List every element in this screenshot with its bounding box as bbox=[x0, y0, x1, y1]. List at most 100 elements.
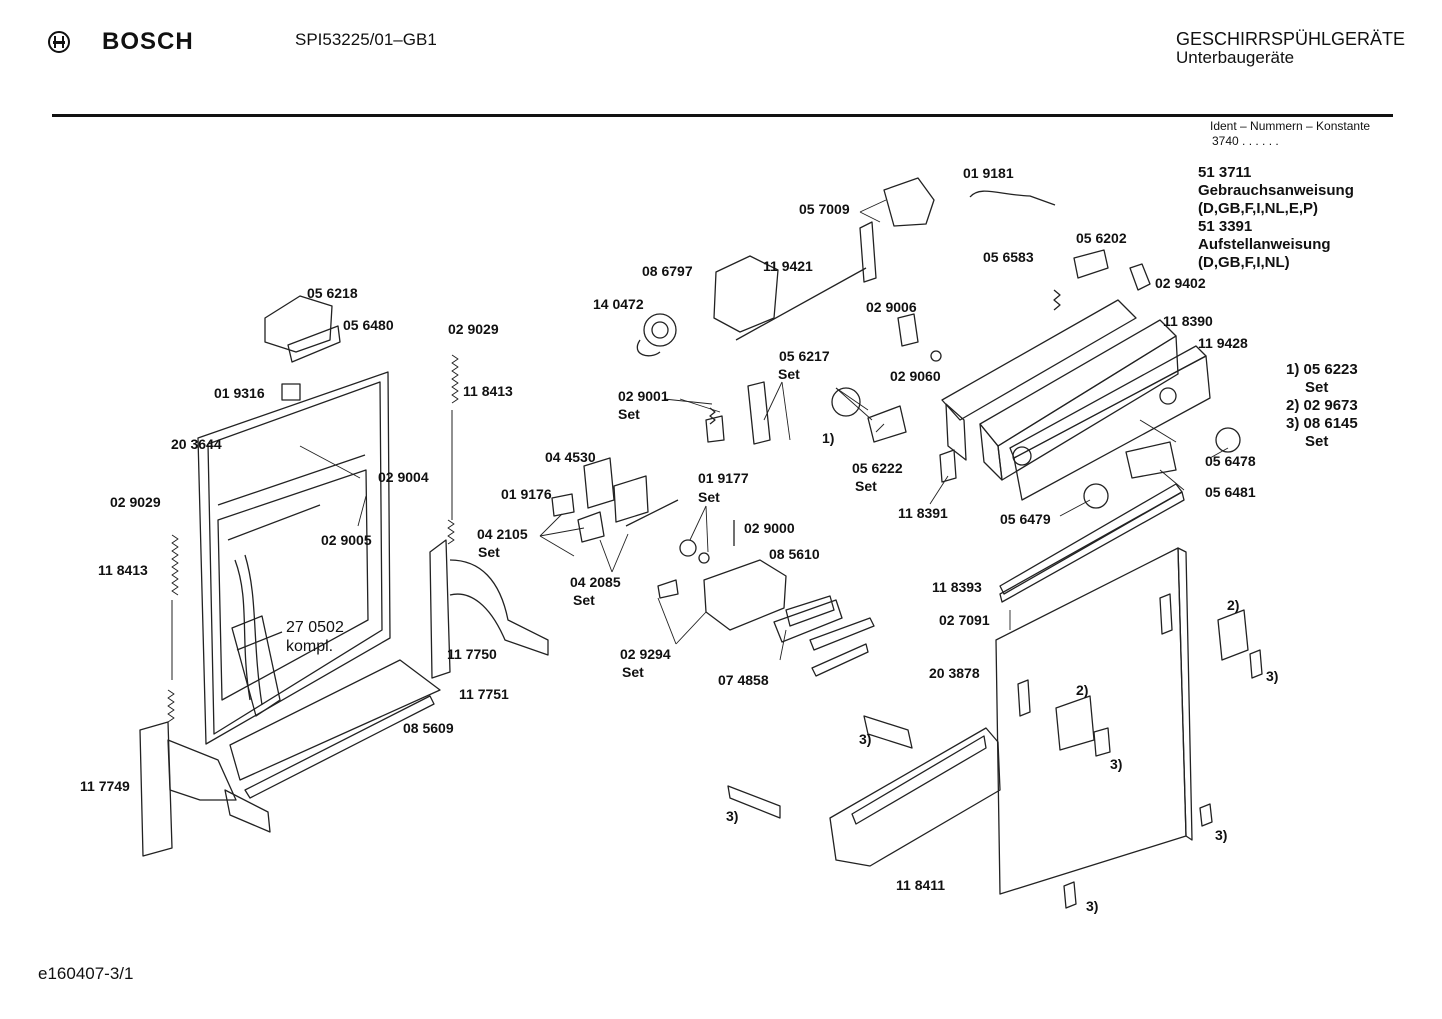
footnote-ref: 3) bbox=[1110, 756, 1123, 772]
bosch-logo-icon bbox=[48, 31, 70, 53]
category-title: GESCHIRRSPÜHLGERÄTE bbox=[1176, 29, 1406, 49]
model-number: SPI53225/01–GB1 bbox=[295, 30, 437, 49]
part-label: 11 8391 bbox=[898, 505, 948, 521]
doc-code: 51 3391 bbox=[1198, 218, 1253, 235]
part-label: 02 9000 bbox=[744, 520, 795, 536]
hinge-arm-drawing bbox=[430, 540, 548, 678]
footnote-legend: 1) 05 6223 Set 2) 02 9673 3) 08 6145 Set bbox=[1286, 361, 1358, 451]
part-label: 05 6479 bbox=[1000, 511, 1051, 527]
part-label: 11 7751 bbox=[459, 686, 509, 702]
part-label: 01 9316 bbox=[214, 385, 265, 401]
part-label: Set bbox=[618, 406, 640, 422]
part-label: 05 6480 bbox=[343, 317, 394, 333]
part-label: 05 6583 bbox=[983, 249, 1034, 265]
part-label: 02 9402 bbox=[1155, 275, 1206, 291]
part-label: Set bbox=[573, 592, 595, 608]
part-label: 11 8411 bbox=[896, 877, 946, 893]
part-label: 02 9029 bbox=[448, 321, 499, 337]
gasket-drawing bbox=[552, 458, 709, 563]
ident-label: Ident – Nummern – Konstante bbox=[1210, 119, 1371, 133]
control-panel-drawing bbox=[940, 250, 1240, 508]
part-label: 02 9060 bbox=[890, 368, 941, 384]
part-label: 11 7749 bbox=[80, 778, 130, 794]
footnote-ref: 3) bbox=[726, 808, 739, 824]
part-label: 04 2085 bbox=[570, 574, 621, 590]
part-label: 05 6481 bbox=[1205, 484, 1256, 500]
part-label: 05 6478 bbox=[1205, 453, 1256, 469]
cable-harness-drawing bbox=[232, 555, 282, 716]
part-label: 05 6218 bbox=[307, 285, 358, 301]
doc-langs: (D,GB,F,I,NL) bbox=[1198, 254, 1290, 271]
part-label: 11 9428 bbox=[1198, 335, 1248, 351]
outer-door-drawing bbox=[996, 484, 1262, 894]
part-label: 02 9004 bbox=[378, 469, 429, 485]
brand-name: BOSCH bbox=[102, 28, 194, 55]
part-label: 02 9294 bbox=[620, 646, 671, 662]
header-divider bbox=[52, 114, 1393, 117]
footnote-mark: 3) 08 6145 bbox=[1286, 415, 1358, 432]
bottom-strip-drawing bbox=[230, 660, 440, 798]
part-label: 20 3878 bbox=[929, 665, 980, 681]
footnote-ref: 3) bbox=[1266, 668, 1279, 684]
control-module-drawing bbox=[658, 520, 874, 676]
part-label: 05 6222 bbox=[852, 460, 903, 476]
part-label: 02 9005 bbox=[321, 532, 372, 548]
footnote-ref: 3) bbox=[1086, 898, 1099, 914]
doc-code: 51 3711 bbox=[1198, 164, 1252, 181]
part-label: 05 7009 bbox=[799, 201, 850, 217]
part-label: 07 4858 bbox=[718, 672, 769, 688]
part-label: 01 9177 bbox=[698, 470, 749, 486]
part-label: 11 8413 bbox=[98, 562, 148, 578]
footnote-mark: 1) 05 6223 bbox=[1286, 361, 1358, 378]
part-label: 27 0502 bbox=[286, 619, 344, 636]
small-parts-drawing bbox=[706, 314, 941, 444]
part-label: 01 9181 bbox=[963, 165, 1014, 181]
brand-header: BOSCH bbox=[48, 28, 194, 56]
footnote-note: Set bbox=[1305, 433, 1329, 450]
document-list: 51 3711 Gebrauchsanweisung (D,GB,F,I,NL,… bbox=[1198, 164, 1354, 272]
part-label: 14 0472 bbox=[593, 296, 644, 312]
part-label: 02 9006 bbox=[866, 299, 917, 315]
category-subtitle: Unterbaugeräte bbox=[1176, 48, 1295, 67]
footnote-ref: 2) bbox=[1076, 682, 1089, 698]
footnote-ref: 3) bbox=[859, 731, 872, 747]
part-label: 04 4530 bbox=[545, 449, 596, 465]
part-label: 11 8390 bbox=[1163, 313, 1213, 329]
doc-langs: (D,GB,F,I,NL,E,P) bbox=[1198, 200, 1318, 217]
ident-value: 3740 . . . . . . bbox=[1212, 134, 1279, 148]
part-label: Set bbox=[855, 478, 877, 494]
part-label: 08 5609 bbox=[403, 720, 454, 736]
part-label: 04 2105 bbox=[477, 526, 528, 542]
footnote-note: Set bbox=[1305, 379, 1329, 396]
part-label: Set bbox=[478, 544, 500, 560]
part-label: 05 6217 bbox=[779, 348, 830, 364]
drawing-id: e160407-3/1 bbox=[38, 964, 134, 983]
selector-drawing bbox=[637, 178, 1055, 356]
doc-title: Gebrauchsanweisung bbox=[1198, 182, 1354, 199]
footnote-mark: 2) 02 9673 bbox=[1286, 397, 1358, 414]
part-label: 08 6797 bbox=[642, 263, 693, 279]
leader-lines bbox=[300, 200, 1228, 660]
part-label: Set bbox=[622, 664, 644, 680]
part-label: 11 8413 bbox=[463, 383, 513, 399]
part-label: 11 8393 bbox=[932, 579, 982, 595]
hinge-drawing bbox=[140, 722, 270, 856]
part-label: Set bbox=[698, 489, 720, 505]
part-label: 02 9029 bbox=[110, 494, 161, 510]
part-label: 11 9421 bbox=[763, 258, 813, 274]
part-label: kompl. bbox=[286, 638, 334, 655]
part-label: 05 6202 bbox=[1076, 230, 1127, 246]
footnote-ref: 2) bbox=[1227, 597, 1240, 613]
part-label: 01 9176 bbox=[501, 486, 552, 502]
part-label: 02 7091 bbox=[939, 612, 990, 628]
part-label: 20 3644 bbox=[171, 436, 222, 452]
plinth-drawing bbox=[728, 716, 1212, 908]
part-label: 02 9001 bbox=[618, 388, 669, 404]
part-label: Set bbox=[778, 366, 800, 382]
part-label: 08 5610 bbox=[769, 546, 820, 562]
footnote-ref: 3) bbox=[1215, 827, 1228, 843]
doc-title: Aufstellanweisung bbox=[1198, 236, 1331, 253]
top-bracket-drawing bbox=[265, 296, 340, 400]
part-label: 1) bbox=[822, 430, 835, 446]
